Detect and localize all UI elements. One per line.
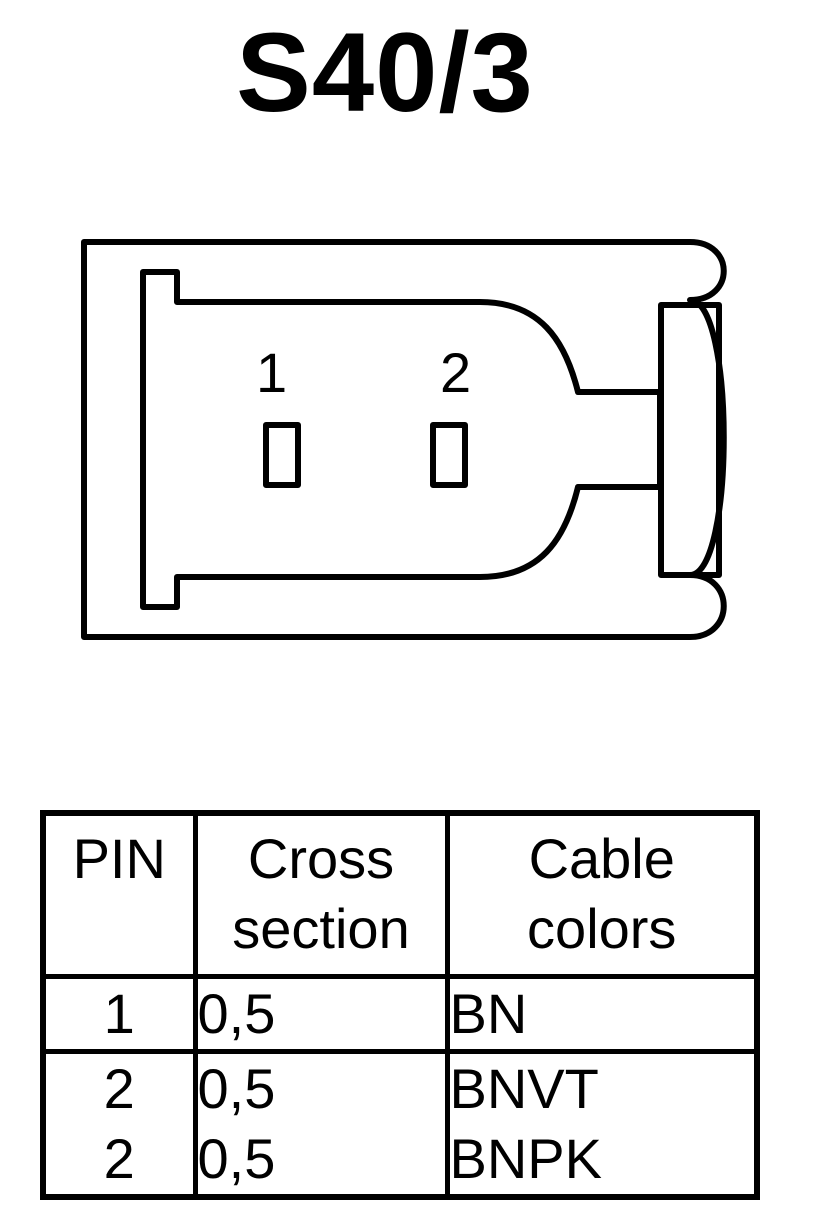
cross-section-cell: 0,5 <box>192 1124 450 1197</box>
pin-cell: 2 <box>40 1124 198 1197</box>
pin-assignment-table: PIN Cross section Cable colors 1 0,5 BN … <box>40 810 760 1200</box>
table-header-row: PIN Cross section Cable colors <box>40 813 760 979</box>
cable-color-cell: BNPK <box>444 1124 760 1197</box>
header-cable-colors: Cable colors <box>444 813 760 979</box>
header-cross-section: Cross section <box>192 813 450 979</box>
connector-latch <box>658 302 722 578</box>
connector-diagram: 1 2 <box>81 239 727 640</box>
table-row: 2 0,5 BNPK <box>40 1124 760 1197</box>
cross-section-cell: 0,5 <box>192 976 450 1054</box>
cross-section-cell: 0,5 <box>192 1051 450 1124</box>
pin-2-slot <box>430 422 468 488</box>
table-row: 1 0,5 BN <box>40 976 760 1054</box>
pin-1-slot <box>263 422 301 488</box>
connector-cavity <box>140 269 663 610</box>
connector-housing-outline <box>81 239 727 640</box>
pin-1-label: 1 <box>256 341 287 404</box>
pin-2-label: 2 <box>440 341 471 404</box>
header-pin: PIN <box>40 813 198 979</box>
table-row: 2 0,5 BNVT <box>40 1051 760 1124</box>
cable-color-cell: BNVT <box>444 1051 760 1124</box>
cable-color-cell: BN <box>444 976 760 1054</box>
pin-cell: 1 <box>40 976 198 1054</box>
pin-cell: 2 <box>40 1051 198 1124</box>
page-title: S40/3 <box>236 10 534 135</box>
